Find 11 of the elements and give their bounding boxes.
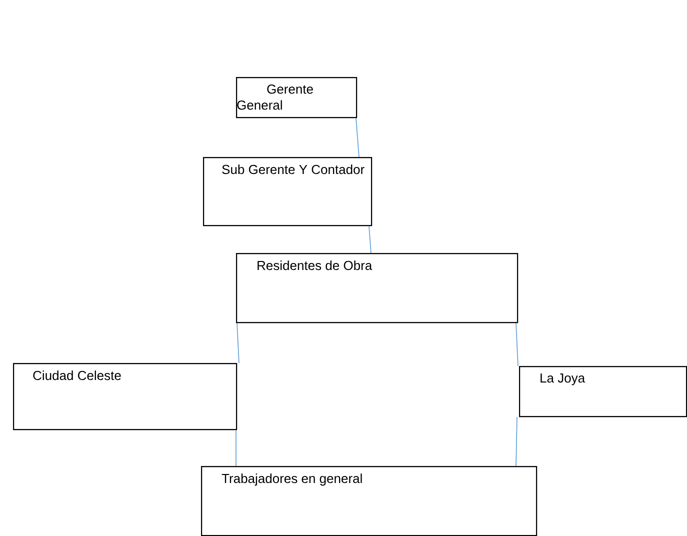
connector-line <box>368 226 372 254</box>
org-box: Trabajadores en general <box>201 466 538 536</box>
connector-line <box>516 416 518 466</box>
connector-line <box>236 322 240 364</box>
org-box: Sub Gerente Y Contador <box>203 157 372 226</box>
org-box: Gerente General <box>236 77 358 118</box>
org-box: Residentes de Obra <box>236 253 518 324</box>
connector-line <box>516 322 518 366</box>
connector-line <box>356 118 360 158</box>
org-box: La Joya <box>519 366 687 418</box>
org-box: Ciudad Celeste <box>13 363 238 430</box>
